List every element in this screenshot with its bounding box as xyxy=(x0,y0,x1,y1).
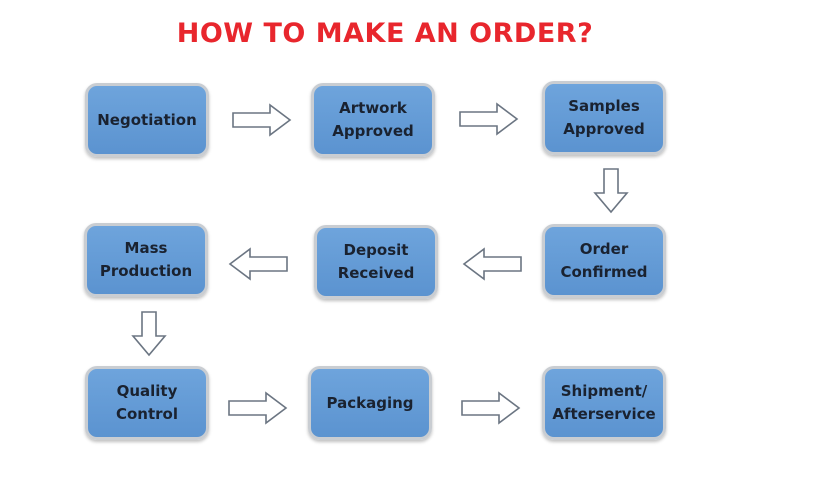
step-samples-approved: Samples Approved xyxy=(542,81,666,155)
arrow-right-icon xyxy=(461,391,521,425)
step-mass-production: Mass Production xyxy=(84,223,208,297)
step-negotiation: Negotiation xyxy=(85,83,209,157)
step-shipment-afterservice: Shipment/ Afterservice xyxy=(542,366,666,440)
arrow-right-icon xyxy=(228,391,288,425)
step-label: Shipment/ Afterservice xyxy=(552,382,656,423)
page-title: HOW TO MAKE AN ORDER? xyxy=(176,18,594,49)
arrow-down-icon xyxy=(593,168,629,214)
step-label: Deposit Received xyxy=(337,241,415,282)
step-label: Quality Control xyxy=(115,382,178,423)
step-order-confirmed: Order Confirmed xyxy=(542,224,666,298)
step-label: Order Confirmed xyxy=(560,240,648,281)
step-quality-control: Quality Control xyxy=(85,366,209,440)
step-artwork-approved: Artwork Approved xyxy=(311,83,435,157)
arrow-left-icon xyxy=(462,247,522,281)
step-label: Negotiation xyxy=(97,110,197,129)
step-deposit-received: Deposit Received xyxy=(314,225,438,299)
step-label: Mass Production xyxy=(99,239,193,280)
arrow-right-icon xyxy=(459,102,519,136)
arrow-left-icon xyxy=(228,247,288,281)
step-label: Samples Approved xyxy=(563,97,645,138)
step-label: Packaging xyxy=(326,393,414,412)
step-packaging: Packaging xyxy=(308,366,432,440)
arrow-right-icon xyxy=(232,103,292,137)
arrow-down-icon xyxy=(131,311,167,357)
step-label: Artwork Approved xyxy=(332,99,414,140)
